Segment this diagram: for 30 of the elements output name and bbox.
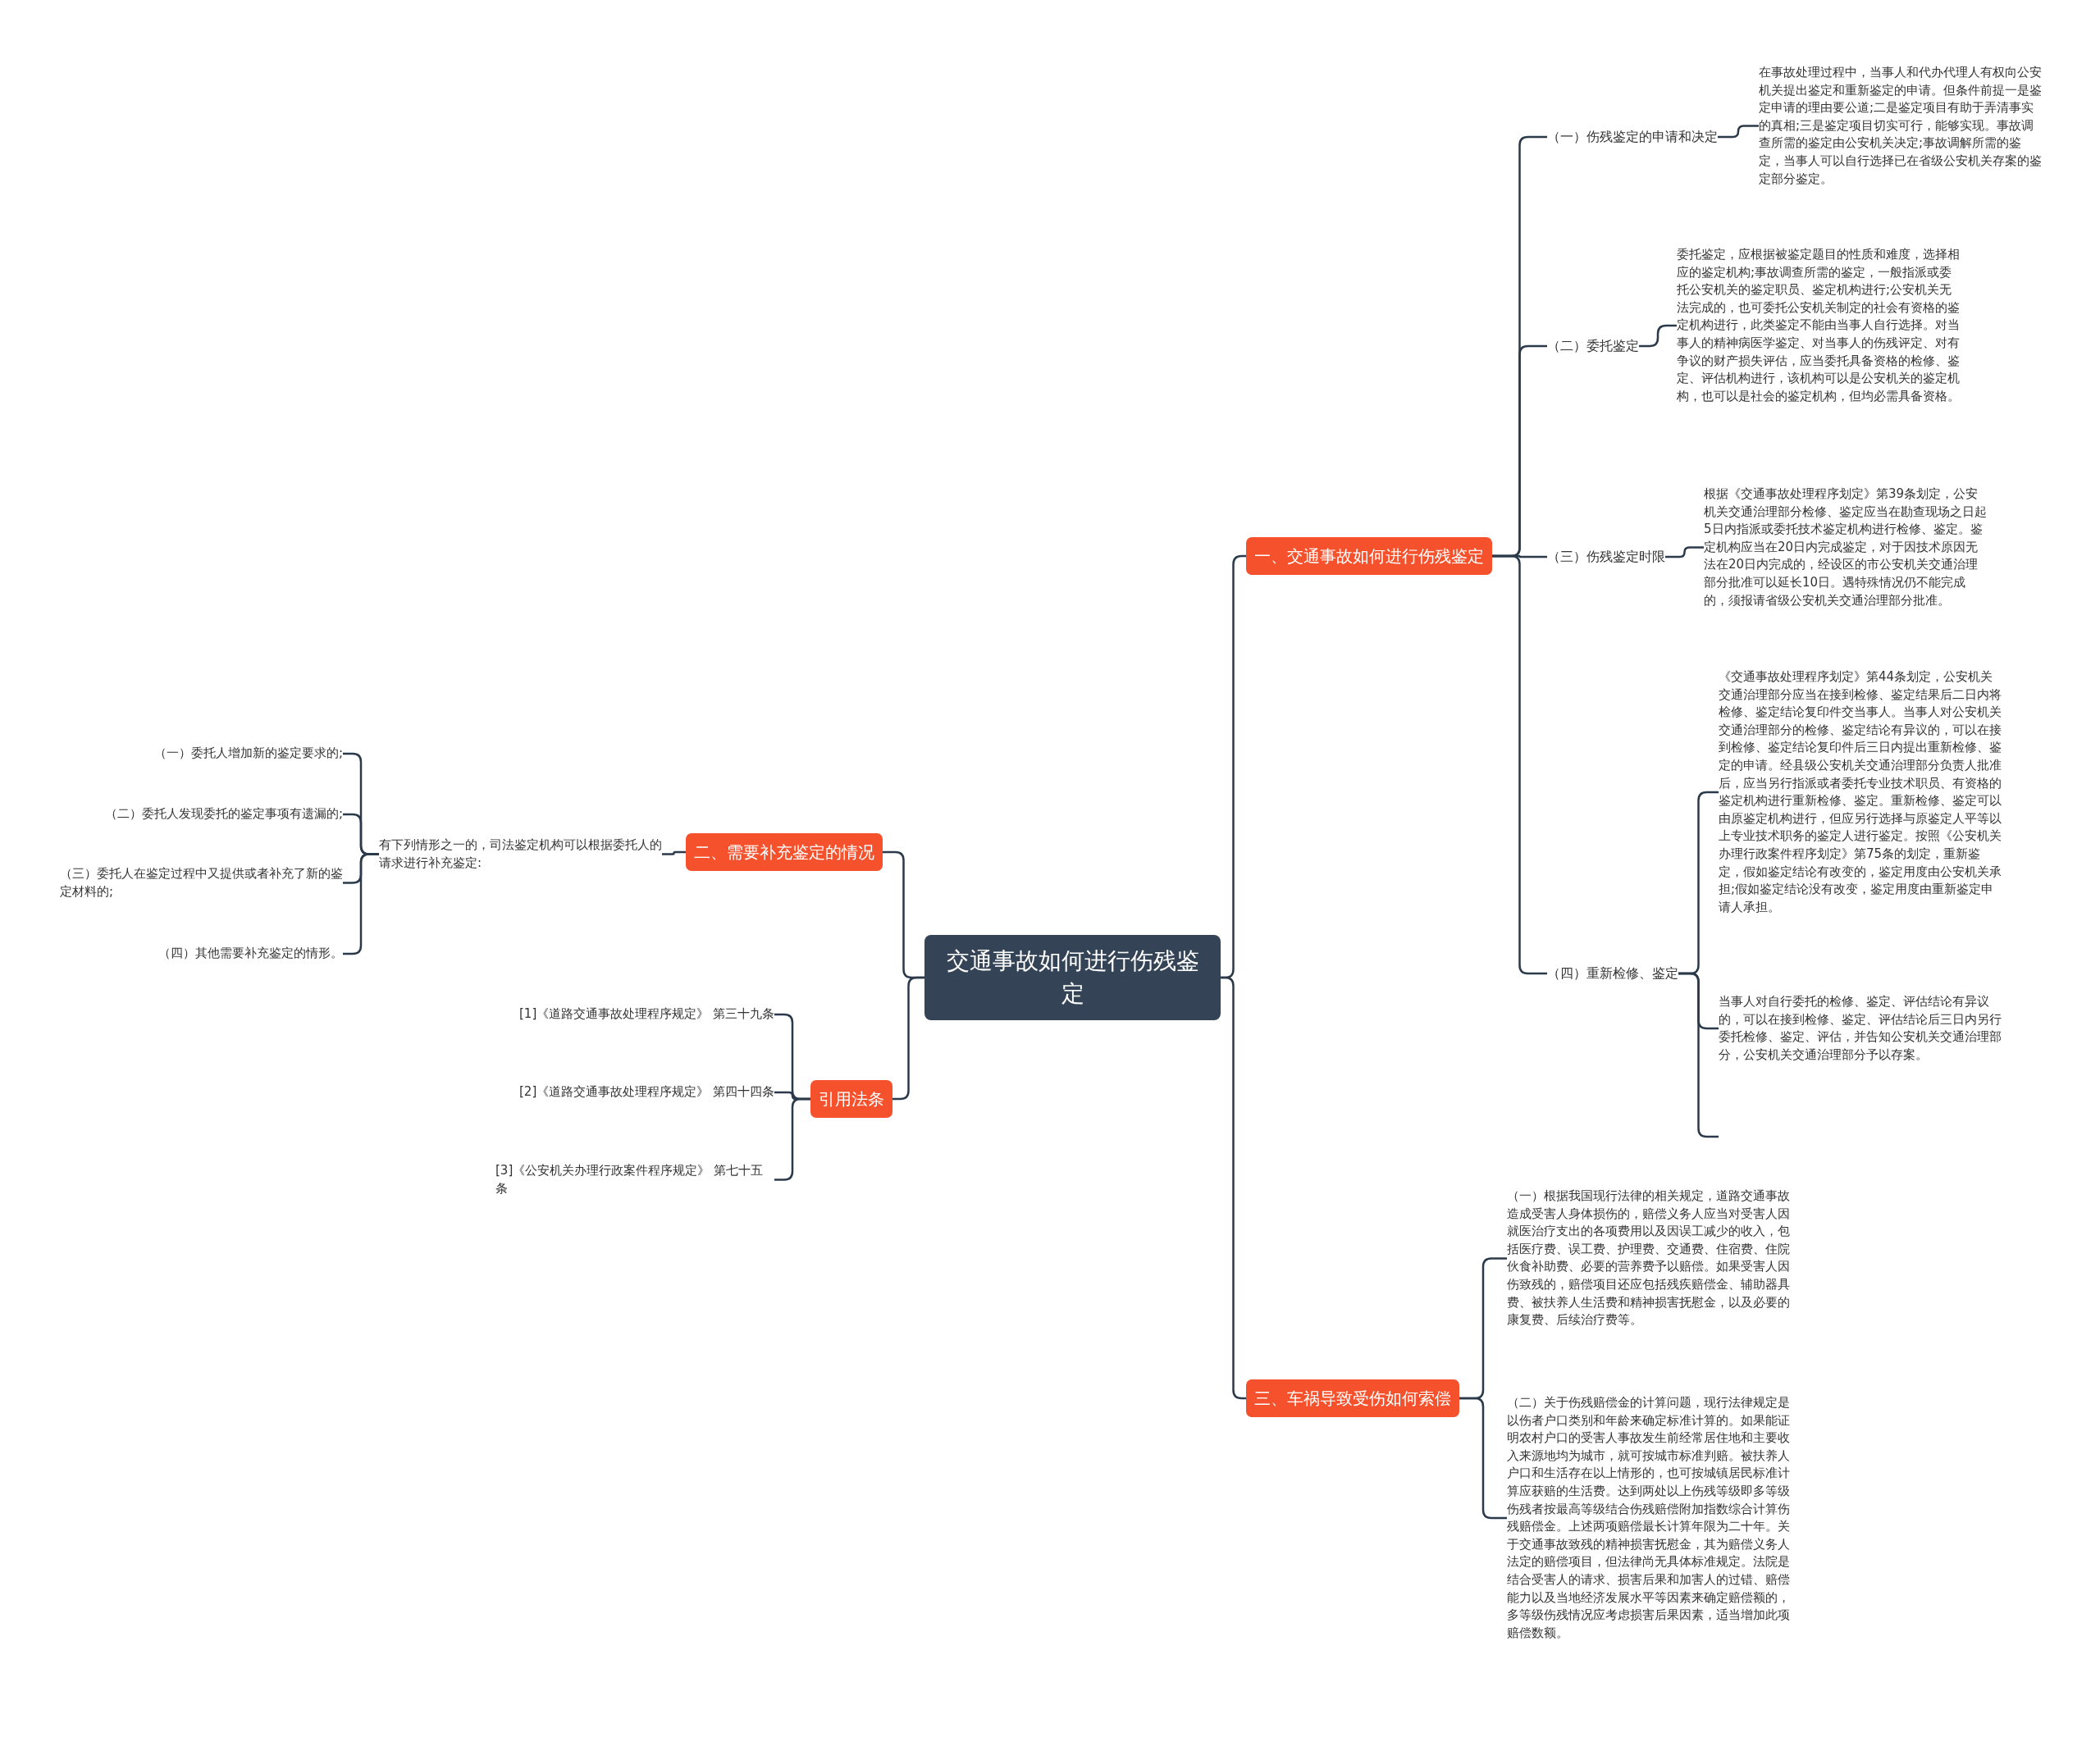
connector-line bbox=[1678, 972, 1719, 1138]
branch-topic-box: 引用法条 bbox=[810, 1080, 892, 1118]
note-text: （二）委托人发现委托的鉴定事项有遗漏的; bbox=[104, 805, 343, 823]
root-topic-box: 交通事故如何进行伤残鉴定 bbox=[924, 935, 1221, 1020]
note-text: （四）其他需要补充鉴定的情形。 bbox=[158, 945, 343, 963]
note-text: （三）委托人在鉴定过程中又提供或者补充了新的鉴定材料的; bbox=[60, 865, 343, 901]
connector-line bbox=[1665, 546, 1704, 558]
subtopic-label: （三）伤残鉴定时限 bbox=[1547, 547, 1665, 567]
branch-topic-box: 二、需要补充鉴定的情况 bbox=[686, 833, 883, 871]
connector-line bbox=[892, 976, 924, 1101]
note-text: 在事故处理过程中，当事人和代办代理人有权向公安机关提出鉴定和重新鉴定的申请。但条件前提一是鉴定申请的理由要公道;二是鉴定项目有助于弄清事实的真相;三是鉴定项目切实可行，能够实现。事故调查所需的鉴定由公安机关决定;事故调解所需的鉴定，当事人可以自行选择已在省级公安机关存案的鉴定部分鉴定。 bbox=[1759, 64, 2042, 189]
branch-topic-box: 三、车祸导致受伤如何索偿 bbox=[1246, 1379, 1459, 1417]
note-text: 《交通事故处理程序划定》第44条划定，公安机关交通治理部分应当在接到检修、鉴定结果后二日内将检修、鉴定结论复印件交当事人。当事人对公安机关交通治理部分的检修、鉴定结论有异议的，可以在接到检修、鉴定结论复印件后三日内提出重新检修、鉴定的申请。经县级公安机关交通治理部分负责人批准后，应当另行指派或者委托专业技术职员、有资格的鉴定机构进行重新检修、鉴定。重新检修、鉴定可以由原鉴定机构进行，但应另行选择与原鉴定人平等以上专业技术职务的鉴定人进行鉴定。按照《公安机关办理行政案件程序划定》第75条的划定，重新鉴定，假如鉴定结论有改变的，鉴定用度由公安机关承担;假如鉴定结论没有改变，鉴定用度由重新鉴定申请人承担。 bbox=[1719, 668, 2002, 917]
subtopic-label: （二）委托鉴定 bbox=[1547, 336, 1639, 356]
subtopic-label: （一）伤残鉴定的申请和决定 bbox=[1547, 127, 1718, 147]
subtopic-label: （四）重新检修、鉴定 bbox=[1547, 964, 1678, 983]
note-text: 当事人对自行委托的检修、鉴定、评估结论有异议的，可以在接到检修、鉴定、评估结论后三日内另行委托检修、鉴定、评估，并告知公安机关交通治理部分，公安机关交通治理部分予以存案。 bbox=[1719, 993, 2002, 1065]
note-text: （二）关于伤残赔偿金的计算问题，现行法律规定是以伤者户口类别和年龄来确定标准计算的。如果能证明农村户口的受害人事故发生前经常居住地和主要收入来源地均为城市，就可按城市标准判赔。被扶养人户口和生活存在以上情形的，也可按城镇居民标准计算应获赔的生活费。达到两处以上伤残等级即多等级伤残者按最高等级结合伤残赔偿附加指数综合计算伤残赔偿金。上述两项赔偿最长计算年限为二十年。关于交通事故致残的精神损害抚慰金，其为赔偿义务人法定的赔偿项目，但法律尚无具体标准规定。法院是结合受害人的请求、损害后果和加害人的过错、赔偿能力以及当地经济发展水平等因素来确定赔偿额的，多等级伤残情况应考虑损害后果因素，适当增加此项赔偿数额。 bbox=[1507, 1394, 1790, 1643]
connector-line bbox=[1639, 324, 1677, 348]
note-text: [3]《公安机关办理行政案件程序规定》 第七十五条 bbox=[495, 1162, 774, 1198]
note-text: 委托鉴定，应根据被鉴定题目的性质和难度，选择相应的鉴定机构;事故调查所需的鉴定，一般指派或委托公安机关的鉴定职员、鉴定机构进行;公安机关无法完成的，也可委托公安机关制定的社会有资格的鉴定机构进行，此类鉴定不能由当事人自行选择。对当事人的精神病医学鉴定、对当事人的伤残评定、对有争议的财产损失评估，应当委托具备资格的检修、鉴定、评估机构进行，该机构可以是公安机关的鉴定机构，也可以是社会的鉴定机构，但均必需具备资格。 bbox=[1677, 246, 1960, 406]
branch-topic-box: 一、交通事故如何进行伤残鉴定 bbox=[1246, 537, 1492, 575]
note-text: （一）委托人增加新的鉴定要求的; bbox=[153, 745, 343, 763]
note-text: 有下列情形之一的，司法鉴定机构可以根据委托人的请求进行补充鉴定: bbox=[379, 837, 662, 873]
connector-line bbox=[662, 850, 686, 855]
note-text: [2]《道路交通事故处理程序规定》 第四十四条 bbox=[519, 1083, 774, 1101]
note-text: 根据《交通事故处理程序划定》第39条划定，公安机关交通治理部分检修、鉴定应当在勘查现场之日起5日内指派或委托技术鉴定机构进行检修、鉴定。鉴定机构应当在20日内完成鉴定，对于因技术原因无法在20日内完成的，经设区的市公安机关交通治理部分批准可以延长10日。遇特殊情况仍不能完成的，须报请省级公安机关交通治理部分批准。 bbox=[1704, 486, 1987, 610]
note-text: [1]《道路交通事故处理程序规定》 第三十九条 bbox=[519, 1005, 774, 1024]
connector-line bbox=[1718, 125, 1759, 139]
note-text: （一）根据我国现行法律的相关规定，道路交通事故造成受害人身体损伤的，赔偿义务人应当对受害人因就医治疗支出的各项费用以及因误工减少的收入，包括医疗费、误工费、护理费、交通费、住宿费、住院伙食补助费、必要的营养费予以赔偿。如果受害人因伤致残的，赔偿项目还应包括残疾赔偿金、辅助器具费、被扶养人生活费和精神损害抚慰金，以及必要的康复费、后续治疗费等。 bbox=[1507, 1188, 1790, 1329]
